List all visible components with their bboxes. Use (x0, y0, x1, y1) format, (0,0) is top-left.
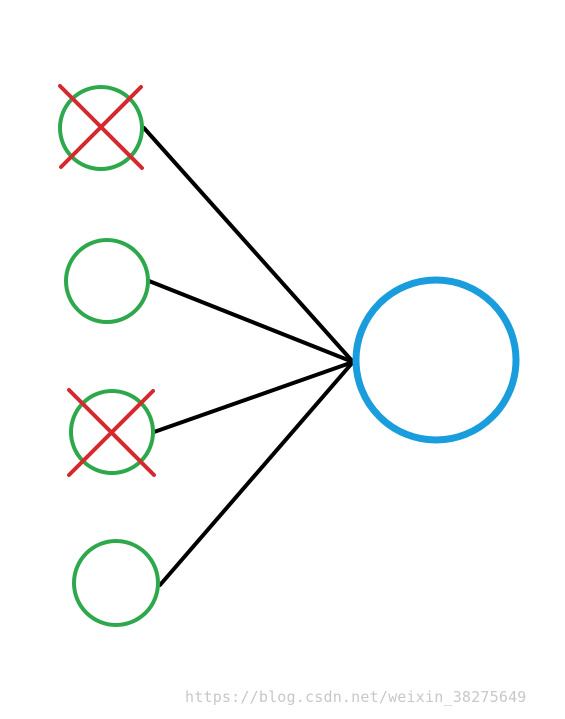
input-neuron-1 (58, 84, 144, 171)
input-neuron-4-circle (72, 539, 160, 627)
connection-3 (152, 360, 355, 434)
output-layer (352, 276, 520, 444)
connection-1 (142, 126, 355, 364)
input-neuron-2-circle (64, 238, 150, 324)
input-neuron-2 (64, 238, 150, 324)
watermark-text: https://blog.csdn.net/weixin_38275649 (185, 688, 527, 706)
input-neuron-4 (72, 539, 160, 627)
connections (142, 126, 355, 587)
connection-4 (158, 360, 355, 587)
input-neuron-3-circle (69, 389, 155, 475)
x-cross-icon (58, 84, 144, 170)
input-neuron-3 (67, 388, 156, 477)
output-neuron (352, 276, 520, 444)
input-layer (58, 84, 160, 627)
connection-2 (147, 279, 355, 364)
input-neuron-1-circle (58, 85, 144, 171)
x-cross-icon (67, 388, 156, 477)
